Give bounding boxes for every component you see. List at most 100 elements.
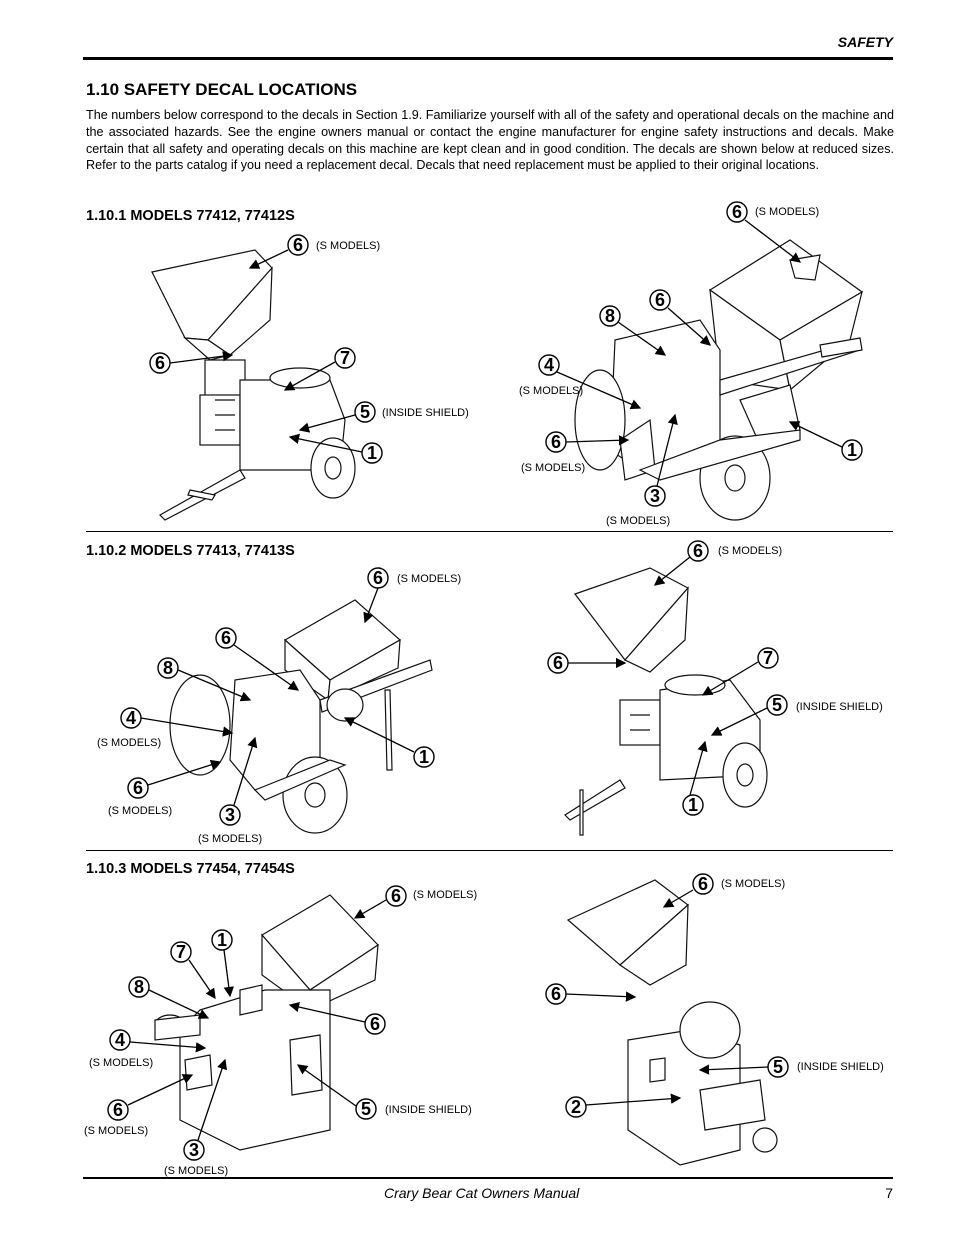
figure-2-right-machine (564, 567, 768, 836)
intro-paragraph: The numbers below correspond to the deca… (86, 108, 894, 173)
svg-text:(S MODELS): (S MODELS) (89, 1057, 153, 1069)
svg-text:(S MODELS): (S MODELS) (413, 889, 477, 901)
section-divider-1 (86, 531, 893, 532)
callout-6-mid: 6 (649, 289, 711, 346)
svg-text:6: 6 (113, 1100, 123, 1120)
figure-3-right-machine (566, 879, 778, 1166)
svg-text:(S MODELS): (S MODELS) (718, 545, 782, 557)
svg-text:(S MODELS): (S MODELS) (164, 1165, 228, 1177)
figure-1-right-machine (574, 239, 864, 521)
svg-text:6: 6 (133, 778, 143, 798)
figure-2-left-machine (169, 599, 433, 834)
svg-text:7: 7 (763, 648, 773, 668)
callout-6-mid: 6 (288, 1001, 386, 1035)
callout-4: 4 (S MODELS) (97, 707, 234, 749)
figure-3-right-callouts: 6 (S MODELS) 6 5 (INSIDE SHIELD) 2 (545, 873, 884, 1118)
svg-text:8: 8 (134, 977, 144, 997)
svg-text:(S MODELS): (S MODELS) (521, 462, 585, 474)
svg-text:2: 2 (571, 1097, 581, 1117)
callout-6-low: 6 (S MODELS) (521, 431, 630, 474)
callout-5: 5 (INSIDE SHIELD) (298, 401, 469, 433)
figure-1-left-machine (151, 249, 356, 521)
svg-text:6: 6 (655, 290, 665, 310)
svg-text:1: 1 (419, 747, 429, 767)
svg-text:5: 5 (773, 1057, 783, 1077)
callout-5: 5 (INSIDE SHIELD) (296, 1064, 472, 1120)
svg-text:3: 3 (650, 486, 660, 506)
header-section-label: SAFETY (837, 34, 893, 50)
svg-text:8: 8 (163, 658, 173, 678)
callout-8: 8 (128, 976, 210, 1019)
callout-8: 8 (157, 657, 252, 702)
svg-text:6: 6 (370, 1014, 380, 1034)
callout-5: 5 (INSIDE SHIELD) (698, 1056, 884, 1078)
figure-2-left-callouts: 6 (S MODELS) 6 8 4 (S MODELS) 6 (S MODEL… (97, 567, 461, 845)
callout-7: 7 (170, 941, 216, 1000)
callout-6-low: 6 (S MODELS) (108, 759, 222, 817)
svg-text:4: 4 (126, 708, 136, 728)
callout-1: 1 (682, 740, 708, 816)
callout-6-top: 6 (S MODELS) (662, 873, 785, 908)
callout-7: 7 (283, 347, 356, 391)
svg-text:5: 5 (360, 402, 370, 422)
svg-text:(S MODELS): (S MODELS) (721, 878, 785, 890)
svg-text:(S MODELS): (S MODELS) (397, 573, 461, 585)
callout-6-left: 6 (547, 652, 627, 674)
svg-text:6: 6 (551, 432, 561, 452)
svg-text:6: 6 (553, 653, 563, 673)
svg-text:(INSIDE SHIELD): (INSIDE SHIELD) (796, 701, 883, 713)
svg-text:6: 6 (698, 874, 708, 894)
callout-6-mid: 6 (215, 627, 300, 691)
callout-6-top: 6 (S MODELS) (353, 885, 477, 919)
svg-text:(S MODELS): (S MODELS) (97, 737, 161, 749)
svg-text:4: 4 (115, 1030, 125, 1050)
callout-2: 2 (565, 1093, 682, 1118)
callout-6-top: 6 (S MODELS) (248, 234, 380, 269)
callout-3: 3 (S MODELS) (606, 413, 678, 527)
callout-1: 1 (343, 717, 435, 768)
callout-5: 5 (INSIDE SHIELD) (710, 694, 883, 736)
subsection-heading-3: 1.10.3 MODELS 77454, 77454S (86, 861, 295, 877)
svg-text:6: 6 (293, 235, 303, 255)
svg-text:6: 6 (155, 353, 165, 373)
svg-text:(INSIDE SHIELD): (INSIDE SHIELD) (385, 1104, 472, 1116)
callout-6-left: 6 (149, 351, 234, 374)
svg-text:(S MODELS): (S MODELS) (519, 385, 583, 397)
svg-text:5: 5 (361, 1099, 371, 1119)
page-title: 1.10 SAFETY DECAL LOCATIONS (86, 80, 358, 99)
svg-text:6: 6 (693, 541, 703, 561)
subsection-heading-2: 1.10.2 MODELS 77413, 77413S (86, 543, 295, 559)
svg-text:6: 6 (732, 202, 742, 222)
callout-6-top: 6 (S MODELS) (653, 540, 782, 586)
svg-text:6: 6 (373, 568, 383, 588)
callout-1: 1 (288, 433, 383, 464)
figure-2-right-callouts: 6 (S MODELS) 6 7 5 (INSIDE SHIELD) 1 (547, 540, 883, 816)
caption-inside-shield: (INSIDE SHIELD) (382, 407, 469, 419)
callout-6-top: 6 (S MODELS) (726, 201, 819, 263)
svg-text:(INSIDE SHIELD): (INSIDE SHIELD) (797, 1061, 884, 1073)
svg-text:(S MODELS): (S MODELS) (84, 1125, 148, 1137)
svg-text:1: 1 (367, 443, 377, 463)
footer-manual-title: Crary Bear Cat Owners Manual (384, 1185, 580, 1201)
callout-8: 8 (599, 305, 667, 356)
callout-6-low: 6 (S MODELS) (84, 1074, 194, 1137)
figure-3-left-machine (154, 894, 379, 1151)
svg-text:3: 3 (225, 805, 235, 825)
figure-1-right-callouts: 6 (S MODELS) 8 6 4 (S MODELS) 6 (S MODEL… (519, 201, 863, 527)
svg-text:8: 8 (605, 306, 615, 326)
figure-3-left-callouts: 6 (S MODELS) 7 1 8 6 4 (S MODELS) (84, 885, 477, 1177)
svg-text:1: 1 (688, 795, 698, 815)
svg-text:6: 6 (221, 628, 231, 648)
svg-text:(S MODELS): (S MODELS) (108, 805, 172, 817)
callout-1: 1 (211, 929, 234, 998)
callout-4: 4 (S MODELS) (89, 1029, 207, 1069)
callout-4: 4 (S MODELS) (519, 354, 642, 410)
svg-text:1: 1 (217, 930, 227, 950)
svg-text:7: 7 (340, 348, 350, 368)
svg-text:3: 3 (189, 1140, 199, 1160)
svg-text:6: 6 (391, 886, 401, 906)
subsection-heading-1: 1.10.1 MODELS 77412, 77412S (86, 208, 295, 224)
svg-text:6: 6 (551, 984, 561, 1004)
section-divider-2 (86, 850, 893, 851)
